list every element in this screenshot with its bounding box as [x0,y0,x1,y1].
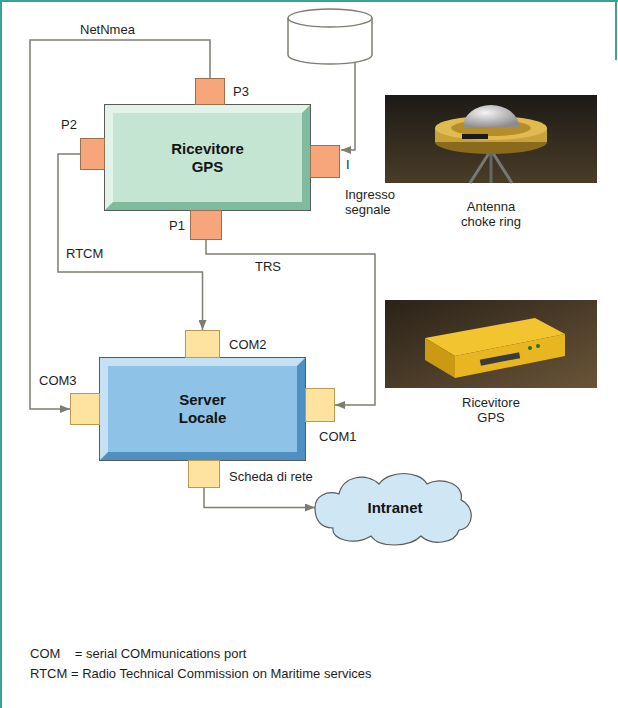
port-label: Scheda di rete [229,469,313,484]
port-com3: COM3 [70,393,100,425]
photo-caption: Ricevitore GPS [451,395,531,425]
port-p2: P2 [80,138,105,170]
receiver-box: Ricevitore GPS [105,105,310,210]
port-label: COM1 [319,429,357,444]
node-title: Server Locale [155,391,251,427]
port-p3: P3 [195,78,225,105]
antenna-photo [385,95,597,183]
port-com2: COM2 [185,330,220,358]
signal-name: TRS [255,259,281,274]
signal-input-label: Ingresso segnale [345,187,415,217]
port-p1: P1 [190,210,222,240]
signal-connector [204,488,315,508]
port-label: P2 [61,117,77,132]
port-network: Scheda di rete [188,460,220,488]
node-title: Ricevitore GPS [160,140,256,176]
port-input: I [310,145,340,178]
footnote: COM = serial COMmunications port [30,646,590,661]
port-label: I [346,157,350,172]
port-com1: COM1 [305,388,335,422]
node-title: Intranet [367,499,422,516]
receiver-photo [385,300,597,388]
port-label: P3 [233,84,249,99]
intranet-cloud: Intranet [315,470,475,545]
footnote: RTCM = Radio Technical Commission on Mar… [30,666,590,681]
port-label: COM3 [39,373,77,388]
signal-name: RTCM [66,246,103,261]
server-box: Server Locale [100,358,305,460]
port-label: P1 [169,218,185,233]
signal-name: NetNmea [80,22,135,37]
photo-caption: Antenna choke ring [451,199,531,229]
signal-connector [30,40,210,409]
port-label: COM2 [229,337,267,352]
